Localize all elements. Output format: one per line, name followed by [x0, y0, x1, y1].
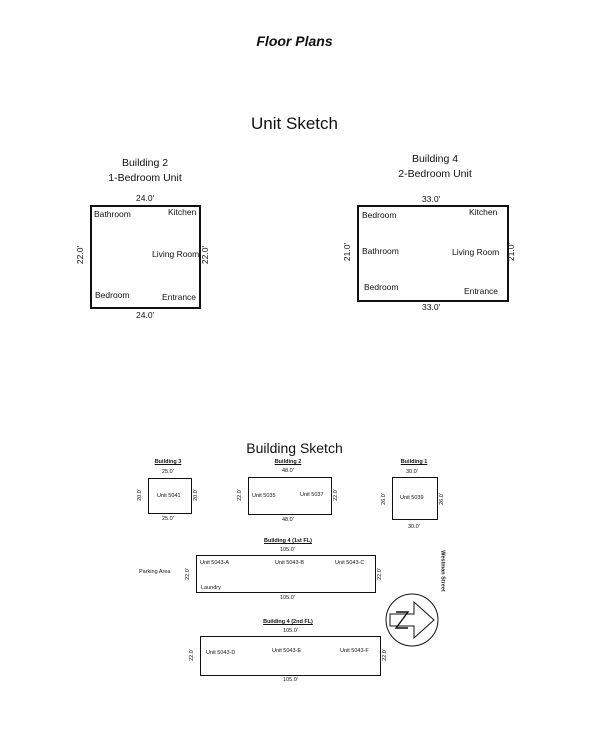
site-building4-2nd-heading: Building 4 (2nd FL) — [263, 619, 313, 625]
building2-dim-right: 22.0' — [200, 245, 211, 265]
page-title: Floor Plans — [256, 33, 333, 49]
site-building4-unit-5043c: Unit 5043-C — [335, 560, 365, 566]
site-building2-dim-right: 22.0' — [332, 489, 339, 501]
parking-area-label: Parking Area — [139, 569, 171, 575]
site-building4-unit-5043e: Unit 5043-E — [272, 648, 302, 654]
building4-room-bedroom-2: Bedroom — [364, 282, 399, 292]
building2-dim-top: 24.0' — [136, 193, 155, 203]
site-building2-dim-top: 48.0' — [282, 468, 294, 474]
building-sketch-title: Building Sketch — [246, 440, 343, 456]
site-building4-1st-dim-left: 22.0' — [184, 568, 191, 580]
site-building3-heading: Building 3 — [154, 459, 182, 465]
site-building4-2nd-dim-top: 105.0' — [283, 628, 298, 634]
building2-room-bathroom: Bathroom — [94, 209, 131, 219]
site-building2-unit-5037: Unit 5037 — [300, 492, 324, 498]
site-building1-outline — [392, 477, 438, 520]
site-building1-heading: Building 1 — [400, 459, 428, 465]
building4-dim-right: 21.0' — [506, 242, 517, 262]
site-building4-1st-dim-top: 105.0' — [280, 547, 295, 553]
site-building2-unit-5035: Unit 5035 — [252, 493, 276, 499]
site-building4-2nd-dim-bottom: 105.0' — [283, 677, 298, 683]
site-building4-laundry: Laundry — [201, 585, 221, 591]
building4-dim-bottom: 33.0' — [422, 302, 441, 312]
building4-dim-top: 33.0' — [422, 194, 441, 204]
site-building2-dim-bottom: 48.0' — [282, 517, 294, 523]
building2-heading: Building 2 1-Bedroom Unit — [80, 156, 210, 186]
site-building4-2nd-dim-left: 22.0' — [188, 649, 195, 661]
site-building4-2nd-outline — [200, 636, 381, 676]
building2-room-entrance: Entrance — [162, 292, 197, 302]
building2-room-living-room: Living Room — [152, 249, 200, 259]
building4-room-bathroom: Bathroom — [362, 246, 399, 256]
building2-dim-bottom: 24.0' — [136, 310, 155, 320]
site-building3-dim-bottom: 25.0' — [162, 516, 174, 522]
site-building2-heading: Building 2 — [274, 459, 302, 465]
site-building4-unit-5043b: Unit 5043-B — [275, 560, 305, 566]
site-building3-outline — [148, 478, 192, 514]
building2-floor-outline — [90, 205, 201, 309]
building4-dim-left: 21.0' — [342, 242, 353, 262]
site-building4-2nd-dim-right: 22.0' — [381, 649, 388, 661]
site-building4-1st-dim-right: 22.0' — [376, 568, 383, 580]
site-building1-dim-left: 26.0' — [380, 493, 387, 505]
building4-room-bedroom-1: Bedroom — [362, 210, 397, 220]
site-building1-dim-bottom: 30.0' — [408, 524, 420, 530]
building2-heading-type: 1-Bedroom Unit — [108, 172, 182, 184]
building4-room-entrance: Entrance — [464, 286, 499, 296]
site-building2-dim-left: 22.0' — [236, 489, 243, 501]
building4-heading-type: 2-Bedroom Unit — [398, 168, 472, 180]
site-building3-unit: Unit 5041 — [157, 493, 181, 499]
site-building1-unit: Unit 5039 — [400, 495, 424, 501]
north-arrow-icon — [384, 592, 440, 648]
site-building4-unit-5043d: Unit 5043-D — [206, 650, 236, 656]
site-building4-1st-heading: Building 4 (1st FL) — [264, 538, 312, 544]
site-building4-unit-5043f: Unit 5043-F — [340, 648, 369, 654]
site-building3-dim-left: 20.0' — [136, 489, 143, 501]
building2-room-kitchen: Kitchen — [168, 207, 197, 217]
site-building4-1st-outline — [196, 555, 376, 593]
building2-heading-name: Building 2 — [121, 157, 169, 169]
site-building3-dim-right: 20.0' — [192, 489, 199, 501]
site-building2-outline — [248, 477, 332, 515]
site-building1-dim-top: 30.0' — [406, 469, 418, 475]
site-building4-unit-5043a: Unit 5043-A — [200, 560, 230, 566]
building4-floor-outline — [357, 205, 509, 302]
building2-room-bedroom: Bedroom — [95, 290, 130, 300]
site-building3-dim-top: 25.0' — [162, 469, 174, 475]
unit-sketch-title: Unit Sketch — [251, 114, 338, 133]
site-building4-1st-dim-bottom: 105.0' — [280, 595, 295, 601]
building4-room-living-room: Living Room — [452, 247, 500, 257]
building4-heading-name: Building 4 — [411, 153, 459, 165]
building4-heading: Building 4 2-Bedroom Unit — [370, 152, 500, 182]
building4-room-kitchen: Kitchen — [469, 207, 498, 217]
building2-dim-left: 22.0' — [75, 245, 86, 265]
site-building1-dim-right: 26.0' — [438, 493, 445, 505]
street-label: Westman Street — [439, 550, 446, 592]
